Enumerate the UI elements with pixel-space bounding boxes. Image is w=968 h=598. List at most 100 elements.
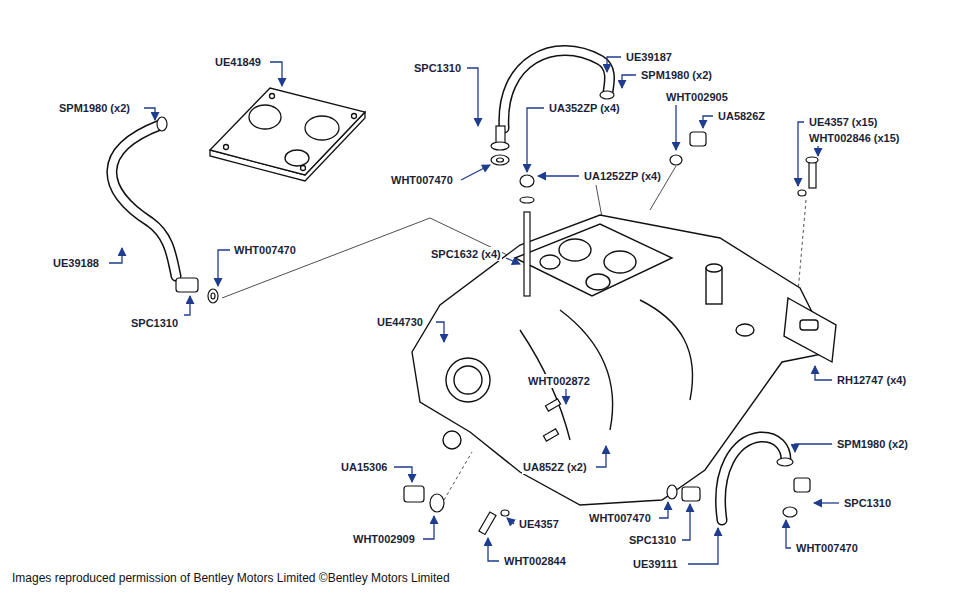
part-number: SPC1310 bbox=[130, 316, 179, 330]
part-number: WHT002909 bbox=[352, 532, 416, 546]
part-number: UE4357 (x15) bbox=[808, 115, 879, 129]
gasket bbox=[270, 94, 275, 99]
manifold bbox=[784, 298, 836, 362]
callout-arrow bbox=[596, 446, 606, 467]
part-number: UA352ZP (x4) bbox=[548, 101, 621, 115]
part-number: RH12747 (x4) bbox=[836, 373, 907, 387]
hose-clip bbox=[157, 117, 167, 131]
part-number: UE39188 bbox=[52, 256, 100, 270]
manifold bbox=[604, 251, 636, 273]
gasket bbox=[210, 88, 365, 175]
fitting bbox=[430, 494, 444, 512]
part-number: UA5826Z bbox=[717, 109, 766, 123]
callout-arrow bbox=[270, 62, 282, 86]
callout-arrow bbox=[682, 504, 690, 540]
part-number: UE39187 bbox=[625, 50, 673, 64]
fitting bbox=[798, 190, 806, 196]
callout-arrow bbox=[144, 108, 155, 120]
part-number: UE39111 bbox=[632, 557, 679, 571]
callout-arrow bbox=[798, 122, 804, 186]
gasket bbox=[285, 150, 309, 166]
gasket bbox=[210, 88, 365, 181]
part-number: SPM1980 (x2) bbox=[836, 437, 909, 451]
fitting bbox=[545, 399, 560, 411]
callout-arrow bbox=[814, 502, 839, 503]
part-number: UA15306 bbox=[340, 460, 388, 474]
fitting bbox=[491, 155, 509, 165]
fitting bbox=[211, 293, 215, 299]
manifold bbox=[412, 215, 832, 505]
part-number: UA1252ZP (x4) bbox=[583, 169, 662, 183]
callout-arrow bbox=[817, 146, 818, 156]
callout-arrow bbox=[506, 258, 520, 264]
part-number: UE41849 bbox=[214, 55, 262, 69]
fitting bbox=[520, 175, 534, 187]
callout-arrow bbox=[109, 57, 839, 564]
part-number: WHT002844 bbox=[503, 554, 567, 568]
part-number: SPC1310 bbox=[413, 61, 462, 75]
part-number: SPC1310 bbox=[843, 496, 892, 510]
callout-arrow bbox=[184, 296, 190, 315]
hose bbox=[721, 437, 786, 520]
callout-arrow bbox=[488, 538, 499, 561]
manifold bbox=[412, 215, 836, 505]
callout-arrow bbox=[688, 528, 718, 564]
leader-line bbox=[444, 452, 472, 500]
fitting bbox=[809, 160, 816, 188]
manifold bbox=[706, 268, 722, 304]
part-number: WHT007470 bbox=[795, 541, 859, 555]
manifold bbox=[736, 324, 754, 336]
callout-arrow bbox=[675, 105, 676, 150]
hose bbox=[721, 437, 786, 520]
callout-arrow bbox=[815, 366, 832, 380]
callout-arrow bbox=[423, 516, 434, 539]
part-number: SPM1980 (x2) bbox=[640, 68, 713, 82]
callout-arrow bbox=[786, 520, 791, 548]
manifold bbox=[640, 300, 693, 400]
part-number: WHT002846 (x15) bbox=[808, 131, 901, 145]
callout-arrow bbox=[565, 389, 566, 404]
fitting bbox=[667, 485, 677, 499]
callout-arrow bbox=[507, 518, 514, 524]
part-number: UA852Z (x2) bbox=[522, 460, 588, 474]
part-number: WHT007470 bbox=[233, 243, 297, 257]
gasket bbox=[249, 105, 281, 129]
fitting bbox=[806, 157, 818, 163]
fitting bbox=[682, 487, 700, 501]
callout-arrow bbox=[538, 175, 579, 176]
fitting bbox=[479, 512, 496, 535]
callout-arrow bbox=[218, 250, 230, 286]
manifold bbox=[800, 320, 818, 330]
fitting bbox=[794, 478, 810, 492]
manifold bbox=[559, 239, 591, 261]
fitting bbox=[404, 486, 424, 502]
manifold bbox=[586, 274, 610, 290]
fitting bbox=[690, 132, 706, 146]
gasket bbox=[301, 166, 306, 171]
gasket bbox=[224, 145, 229, 150]
part-number: WHT002872 bbox=[527, 374, 591, 388]
manifold bbox=[515, 224, 672, 296]
fitting bbox=[208, 289, 218, 303]
leader-line bbox=[798, 200, 806, 292]
callout-arrow bbox=[467, 68, 478, 126]
fitting bbox=[501, 510, 509, 516]
manifold bbox=[706, 264, 722, 272]
callout-arrow bbox=[461, 165, 490, 180]
manifold bbox=[446, 358, 490, 402]
callout-arrow bbox=[622, 75, 636, 88]
part-number: WHT007470 bbox=[390, 173, 454, 187]
gasket bbox=[305, 116, 339, 140]
gasket bbox=[352, 114, 357, 119]
fitting bbox=[497, 158, 504, 162]
fitting bbox=[783, 507, 797, 517]
manifold bbox=[540, 255, 560, 269]
fitting bbox=[176, 126, 818, 535]
callout-arrow bbox=[436, 322, 444, 342]
manifold bbox=[454, 366, 482, 394]
part-number: SPC1310 bbox=[628, 533, 677, 547]
fitting bbox=[491, 142, 509, 150]
hose bbox=[504, 51, 610, 128]
part-number: UE4357 bbox=[518, 517, 560, 531]
